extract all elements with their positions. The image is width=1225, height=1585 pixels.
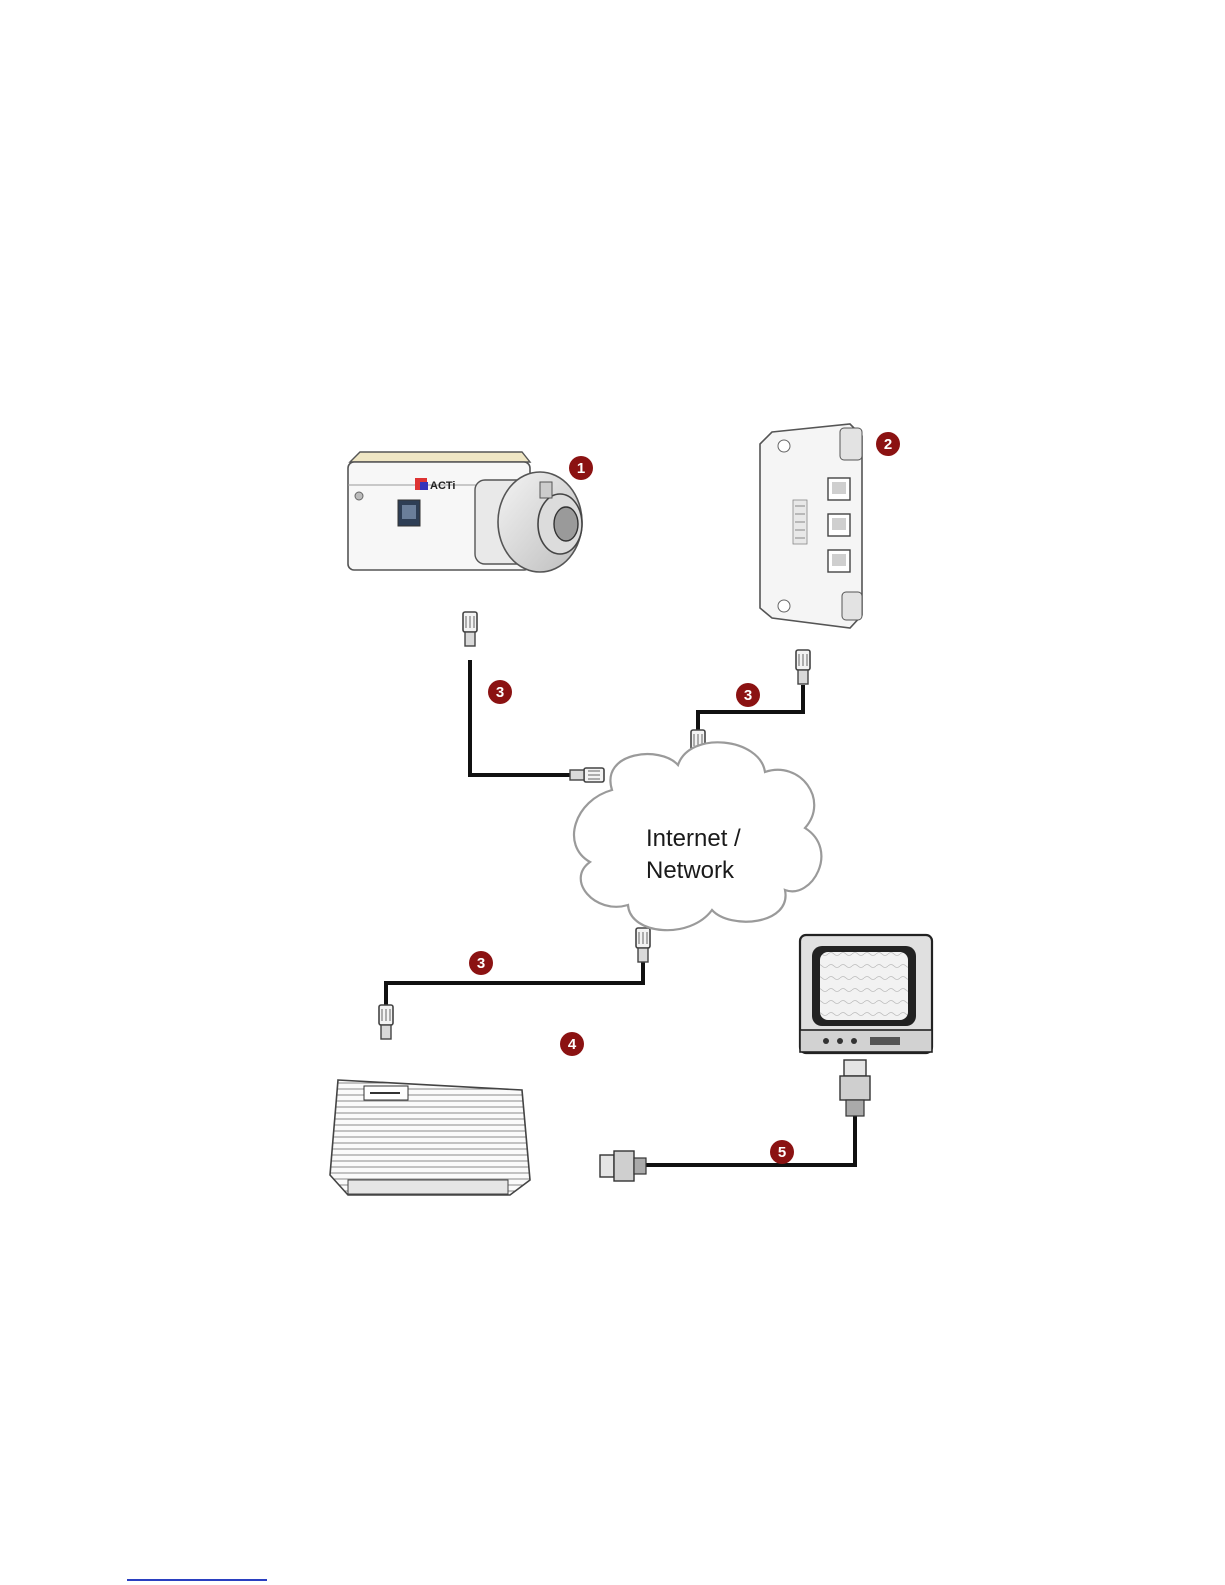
network-cable-camera	[463, 612, 604, 782]
bnc-connector-top	[840, 1060, 870, 1116]
crt-monitor	[800, 935, 932, 1053]
cloud-label-line2: Network	[646, 857, 735, 884]
badge-video-cable: 5	[770, 1140, 794, 1164]
network-cable-decoder	[379, 928, 650, 1039]
bnc-connector-left	[600, 1151, 646, 1181]
cloud-label-line1: Internet /	[646, 825, 741, 852]
badge-cable-injector: 3	[736, 683, 760, 707]
speaker-grille	[793, 500, 807, 544]
svg-text:2: 2	[884, 436, 892, 453]
poe-injector	[760, 424, 862, 628]
internet-network-cloud: Internet / Network	[574, 742, 821, 930]
footer-link-underline[interactable]	[127, 1579, 267, 1581]
svg-text:3: 3	[496, 684, 504, 701]
svg-text:4: 4	[568, 1036, 577, 1053]
svg-text:1: 1	[577, 460, 585, 477]
svg-text:3: 3	[744, 687, 752, 704]
rj45-ports	[828, 478, 850, 572]
badge-decoder: 4	[560, 1032, 584, 1056]
badge-poe-injector: 2	[876, 432, 900, 456]
ip-camera: ACTi	[348, 452, 582, 572]
svg-text:3: 3	[477, 955, 485, 972]
badge-cable-camera: 3	[488, 680, 512, 704]
camera-logo-text: ACTi	[430, 480, 455, 492]
svg-text:5: 5	[778, 1144, 786, 1161]
badge-camera: 1	[569, 456, 593, 480]
bnc-video-cable	[600, 1060, 870, 1181]
badge-cable-decoder: 3	[469, 951, 493, 975]
video-decoder	[330, 1080, 530, 1195]
acti-logo: ACTi	[415, 478, 455, 492]
